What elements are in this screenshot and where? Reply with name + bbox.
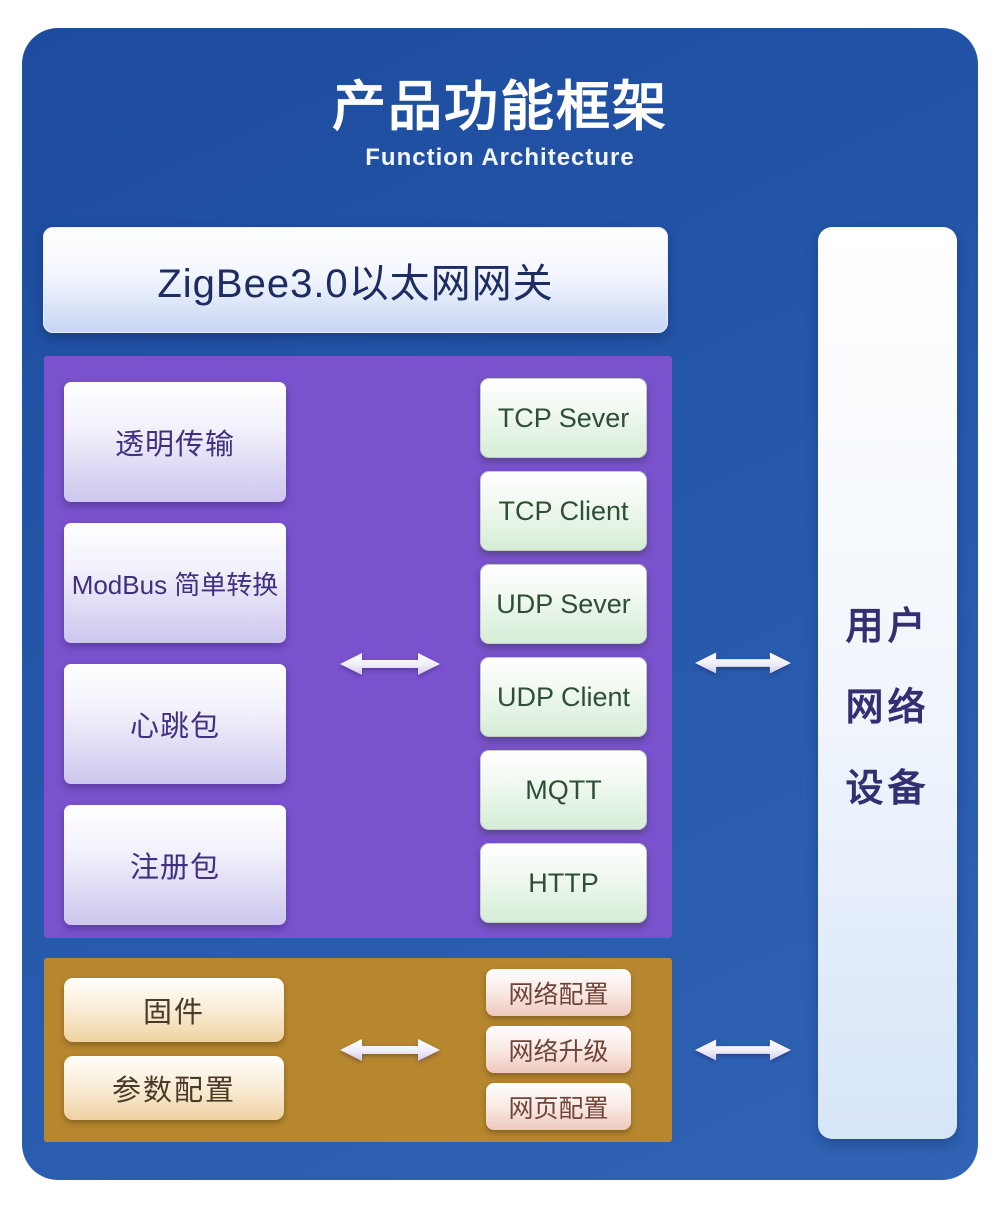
- bidirectional-arrow-icon: [340, 653, 440, 675]
- config-box-network-upgrade: 网络升级: [486, 1026, 631, 1073]
- user-device-line: 网络: [845, 687, 930, 729]
- header: 产品功能框架 Function Architecture: [22, 76, 978, 172]
- user-device-panel: 用户 网络 设备: [818, 227, 957, 1139]
- mode-box-modbus-conversion: ModBus 简单转换: [64, 523, 286, 643]
- user-device-line: 用户: [845, 606, 930, 648]
- protocol-box-udp-client: UDP Client: [480, 657, 647, 737]
- user-device-line: 设备: [845, 768, 930, 810]
- config-box-firmware: 固件: [64, 978, 284, 1042]
- protocol-box-mqtt: MQTT: [480, 750, 647, 830]
- config-section: 固件 参数配置 网络配置 网络升级 网页配置: [44, 958, 672, 1142]
- mode-box-registration-packet: 注册包: [64, 805, 286, 925]
- protocol-box-udp-server: UDP Sever: [480, 564, 647, 644]
- protocol-box-tcp-server: TCP Sever: [480, 378, 647, 458]
- main-panel: 产品功能框架 Function Architecture ZigBee3.0以太…: [22, 28, 978, 1180]
- protocol-section: 透明传输 ModBus 简单转换 心跳包 注册包 TCP Sever TCP C…: [44, 356, 672, 938]
- protocol-box-http: HTTP: [480, 843, 647, 923]
- bidirectional-arrow-icon: [695, 1039, 791, 1061]
- page-title: 产品功能框架: [332, 77, 668, 137]
- user-device-label: 用户 网络 设备: [818, 595, 957, 812]
- page-subtitle: Function Architecture: [365, 144, 635, 172]
- config-box-network-config: 网络配置: [486, 969, 631, 1016]
- protocol-box-tcp-client: TCP Client: [480, 471, 647, 551]
- bidirectional-arrow-icon: [695, 652, 791, 674]
- gateway-box: ZigBee3.0以太网网关: [43, 227, 668, 333]
- config-box-webpage-config: 网页配置: [486, 1083, 631, 1130]
- mode-box-heartbeat-packet: 心跳包: [64, 664, 286, 784]
- config-box-parameter-config: 参数配置: [64, 1056, 284, 1120]
- mode-box-transparent-transmission: 透明传输: [64, 382, 286, 502]
- bidirectional-arrow-icon: [340, 1039, 440, 1061]
- gateway-label: ZigBee3.0以太网网关: [157, 262, 554, 306]
